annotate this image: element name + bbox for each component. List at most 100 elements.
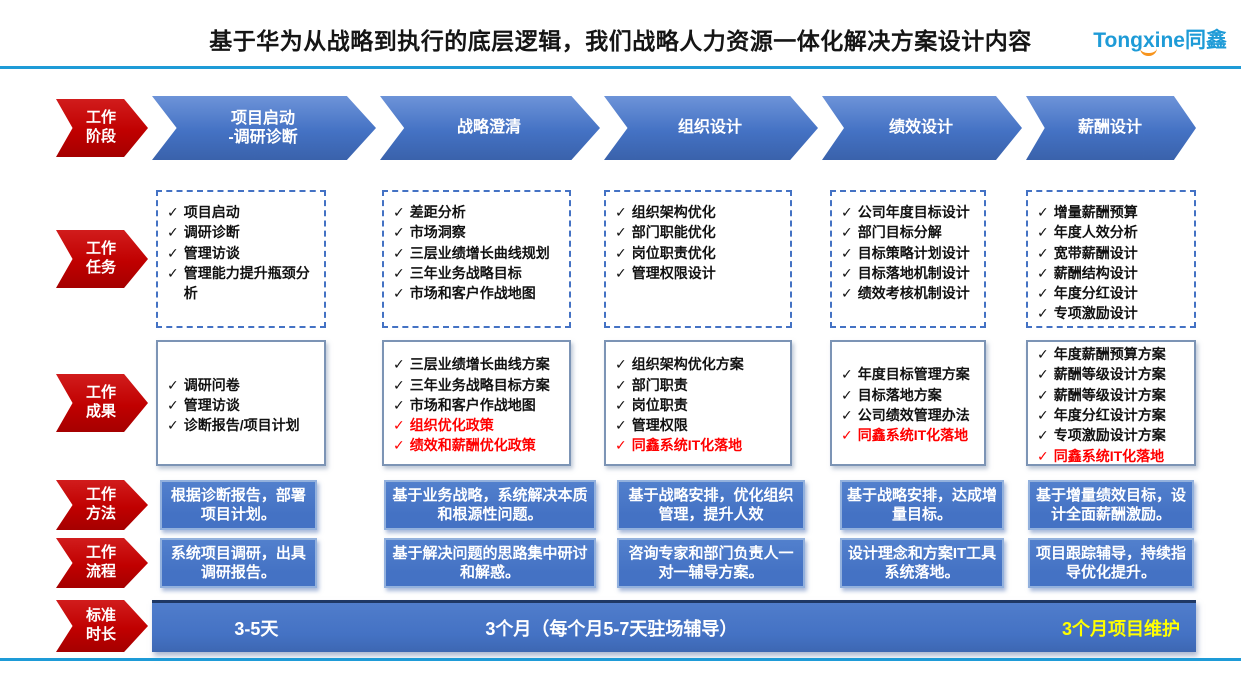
process-cell-1: 系统项目调研，出具调研报告。 [152, 538, 376, 588]
process-row: 工作 流程 系统项目调研，出具调研报告。 基于解决问题的思路集中研讨和解惑。 咨… [56, 538, 1196, 588]
results-box-5: ✓ 年度薪酬预算方案 ✓ 薪酬等级设计方案 ✓ 薪酬等级设计方案 ✓ [1026, 340, 1196, 466]
process-box-4: 设计理念和方案IT工具系统落地。 [840, 538, 1004, 588]
task-text: 三年业务战略目标 [409, 264, 522, 281]
result-item: ✓ 管理权限 [615, 415, 784, 435]
result-text: 薪酬等级设计方案 [1053, 366, 1166, 383]
check-icon: ✓ [841, 285, 853, 302]
result-text: 同鑫系统IT化落地 [631, 437, 743, 454]
results-box-2: ✓ 三层业绩增长曲线方案 ✓ 三年业务战略目标方案 ✓ 市场和客户作战地图 [382, 340, 572, 466]
result-text: 部门职责 [631, 376, 688, 393]
duration-row: 标准 时长 3-5天 3个月（每个月5-7天驻场辅导） 3个月项目维护 [56, 600, 1196, 652]
result-text: 市场和客户作战地图 [409, 396, 536, 413]
method-box-3: 基于战略安排，优化组织管理，提升人效 [616, 480, 806, 530]
tasks-box-4: ✓ 公司年度目标设计 ✓ 部门目标分解 ✓ 目标策略计划设计 ✓ [830, 190, 986, 328]
phase-arrow-performance: 绩效设计 [822, 96, 1022, 160]
result-item: ✓ 诊断报告/项目计划 [167, 415, 318, 435]
check-icon: ✓ [393, 376, 405, 393]
check-icon: ✓ [841, 224, 853, 241]
task-text: 项目启动 [183, 204, 240, 220]
results-box-1: ✓ 调研问卷 ✓ 管理访谈 ✓ 诊断报告/项目计划 [156, 340, 327, 466]
tasks-cell-2: ✓ 差距分析 ✓ 市场洞察 ✓ 三层业绩增长曲线规划 ✓ [380, 190, 600, 328]
check-icon: ✓ [393, 224, 405, 241]
footer-divider [0, 658, 1241, 661]
phase-arrow-project-start: 项目启动 -调研诊断 [152, 96, 376, 160]
process-box-5: 项目跟踪辅导，持续指导优化提升。 [1027, 538, 1195, 588]
task-text: 岗位职责优化 [631, 244, 716, 261]
check-icon: ✓ [167, 376, 179, 393]
result-item: ✓ 组织架构优化方案 [615, 354, 784, 374]
check-icon: ✓ [393, 356, 405, 373]
task-item: ✓ 增量薪酬预算 [1037, 202, 1188, 222]
method-cell-4: 基于战略安排，达成增量目标。 [822, 480, 1022, 530]
result-text: 绩效和薪酬优化政策 [409, 437, 536, 454]
process-cell-2: 基于解决问题的思路集中研讨和解惑。 [380, 538, 600, 588]
tasks-box-1: ✓ 项目启动 ✓ 调研诊断 ✓ 管理访谈 ✓ [156, 190, 327, 328]
task-text: 目标策略计划设计 [857, 244, 970, 261]
result-item: ✓ 市场和客户作战地图 [393, 395, 563, 415]
row-label-duration: 标准 时长 [56, 600, 148, 652]
check-icon: ✓ [1037, 244, 1049, 261]
result-text: 管理权限 [631, 417, 688, 434]
row-label-results: 工作 成果 [56, 374, 148, 432]
header-divider [0, 66, 1241, 69]
check-icon: ✓ [1037, 224, 1049, 241]
result-item: ✓ 组织优化政策 [393, 415, 563, 435]
task-item: ✓ 三年业务战略目标 [393, 263, 563, 283]
check-icon: ✓ [1037, 305, 1049, 322]
check-icon: ✓ [615, 264, 627, 281]
check-icon: ✓ [841, 264, 853, 281]
check-icon: ✓ [615, 417, 627, 434]
task-item: ✓ 调研诊断 [167, 222, 318, 242]
results-cell-3: ✓ 组织架构优化方案 ✓ 部门职责 ✓ 岗位职责 ✓ [604, 340, 818, 466]
check-icon: ✓ [841, 244, 853, 261]
result-text: 公司绩效管理办法 [857, 407, 970, 423]
task-text: 专项激励设计 [1053, 305, 1138, 322]
task-item: ✓ 目标策略计划设计 [841, 243, 978, 263]
task-text: 绩效考核机制设计 [857, 285, 970, 302]
phase-arrow-strategy: 战略澄清 [380, 96, 600, 160]
result-text: 调研问卷 [183, 376, 240, 393]
process-box-3: 咨询专家和部门负责人一对一辅导方案。 [616, 538, 806, 588]
task-item: ✓ 管理能力提升瓶颈分析 [167, 263, 318, 304]
task-item: ✓ 管理权限设计 [615, 263, 784, 283]
check-icon: ✓ [393, 244, 405, 261]
phase-row: 工作 阶段 项目启动 -调研诊断 战略澄清 组织设计 绩效设计 薪酬设计 [56, 96, 1196, 160]
result-item: ✓ 公司绩效管理办法 [841, 405, 978, 425]
task-text: 调研诊断 [183, 224, 240, 241]
check-icon: ✓ [841, 204, 853, 220]
task-text: 管理访谈 [183, 244, 240, 261]
result-item: ✓ 管理访谈 [167, 395, 318, 415]
check-icon: ✓ [841, 386, 853, 403]
method-cell-1: 根据诊断报告，部署项目计划。 [152, 480, 376, 530]
duration-phase1: 3-5天 [234, 618, 279, 639]
result-text: 同鑫系统IT化落地 [1053, 447, 1165, 464]
task-text: 公司年度目标设计 [857, 204, 970, 220]
result-item: ✓ 部门职责 [615, 375, 784, 395]
task-item: ✓ 绩效考核机制设计 [841, 283, 978, 303]
check-icon: ✓ [167, 244, 179, 261]
task-item: ✓ 部门职能优化 [615, 222, 784, 242]
task-text: 组织架构优化 [631, 204, 716, 220]
results-box-4: ✓ 年度目标管理方案 ✓ 目标落地方案 ✓ 公司绩效管理办法 ✓ [830, 340, 986, 466]
check-icon: ✓ [615, 224, 627, 241]
task-text: 年度分红设计 [1053, 285, 1138, 302]
duration-phase2: 3个月（每个月5-7天驻场辅导） [485, 618, 738, 639]
result-text: 专项激励设计方案 [1053, 427, 1166, 444]
brand-logo: Tongxine同鑫 [1093, 30, 1227, 56]
task-text: 管理权限设计 [631, 264, 716, 281]
check-icon: ✓ [167, 204, 179, 220]
check-icon: ✓ [1037, 427, 1049, 444]
check-icon: ✓ [1037, 386, 1049, 403]
method-cell-3: 基于战略安排，优化组织管理，提升人效 [604, 480, 818, 530]
check-icon: ✓ [841, 366, 853, 383]
result-item: ✓ 三层业绩增长曲线方案 [393, 354, 563, 374]
result-item: ✓ 薪酬等级设计方案 [1037, 364, 1188, 384]
phase-arrow-organization: 组织设计 [604, 96, 818, 160]
check-icon: ✓ [1037, 346, 1049, 363]
task-text: 差距分析 [409, 204, 466, 220]
check-icon: ✓ [1037, 285, 1049, 302]
tasks-cell-1: ✓ 项目启动 ✓ 调研诊断 ✓ 管理访谈 ✓ [152, 190, 376, 328]
task-item: ✓ 薪酬结构设计 [1037, 263, 1188, 283]
result-text: 薪酬等级设计方案 [1053, 386, 1166, 403]
method-cell-2: 基于业务战略，系统解决本质和根源性问题。 [380, 480, 600, 530]
